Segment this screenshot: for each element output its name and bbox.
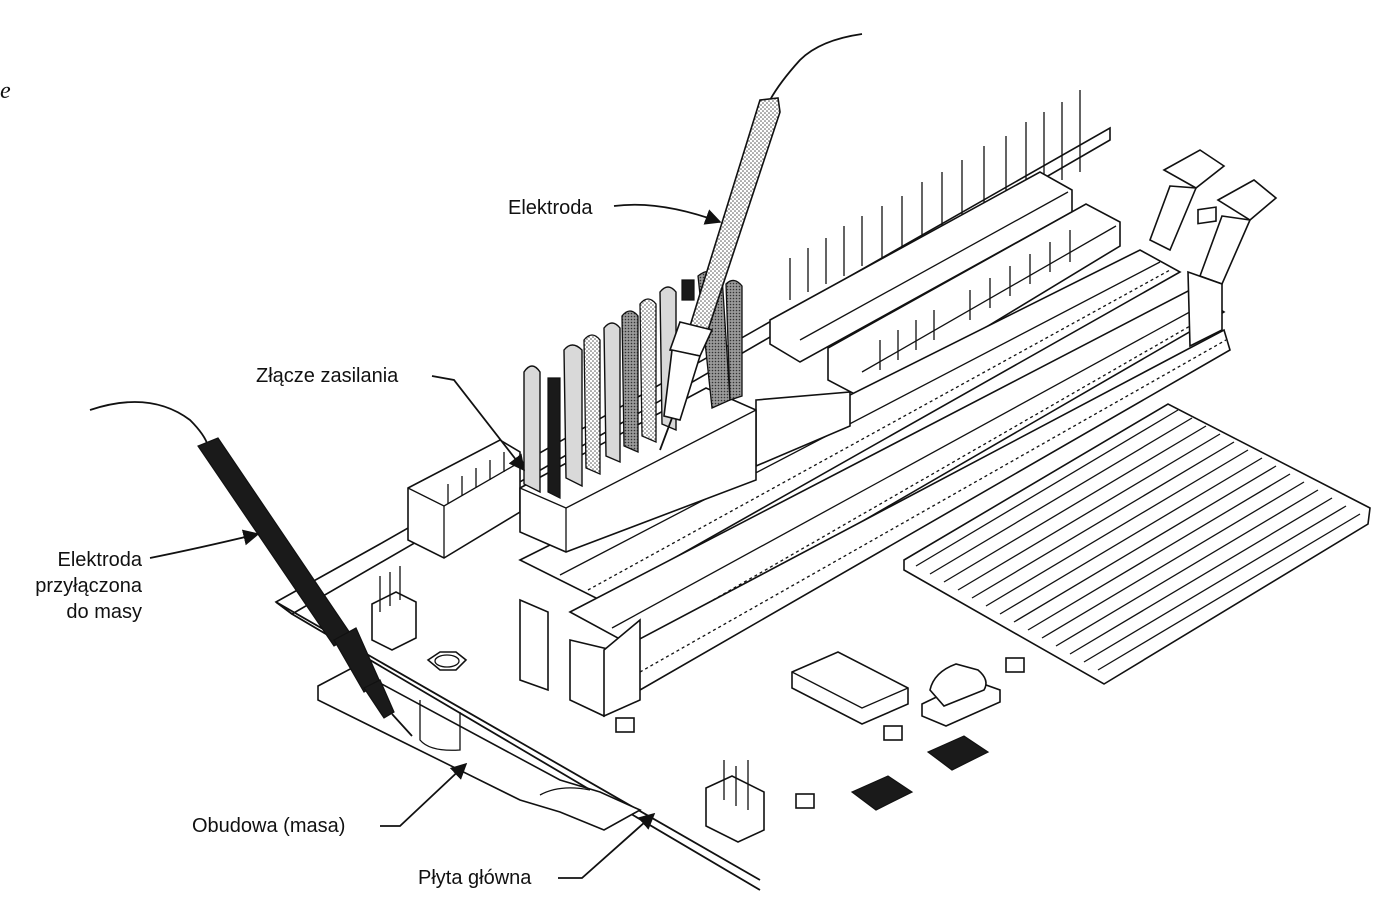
memory-slot-icon	[518, 149, 1278, 718]
label-motherboard: Płyta główna	[418, 812, 656, 889]
probe-icon	[659, 33, 863, 451]
label-ground-probe-line1: Elektroda	[58, 549, 143, 571]
label-ground-probe: Elektroda przyłączona do masy	[35, 529, 260, 623]
label-chassis: Obudowa (masa)	[192, 762, 468, 837]
connector-icon	[407, 439, 521, 559]
capacitor-icons	[615, 206, 1217, 809]
label-ground-probe-line2: przyłączona	[35, 575, 143, 597]
screw-icon	[426, 651, 468, 671]
crystal-icon	[921, 663, 1001, 727]
chip-icon-3	[850, 735, 990, 811]
label-probe: Elektroda	[508, 197, 722, 225]
ground-probe-icon	[89, 401, 413, 737]
chip-icon-2	[791, 651, 909, 725]
label-chassis-text: Obudowa (masa)	[192, 815, 345, 837]
heatsink-icon	[903, 403, 1371, 685]
label-probe-text: Elektroda	[508, 197, 593, 219]
pin-header-array	[769, 90, 1121, 401]
jumper-icon-2	[705, 760, 765, 843]
label-motherboard-text: Płyta główna	[418, 867, 532, 889]
jumper-icon	[371, 566, 417, 651]
corner-letter: e	[0, 78, 11, 104]
label-ground-probe-line3: do masy	[66, 601, 142, 623]
label-power-connector: Złącze zasilania	[256, 365, 525, 472]
label-power-connector-text: Złącze zasilania	[256, 365, 399, 387]
